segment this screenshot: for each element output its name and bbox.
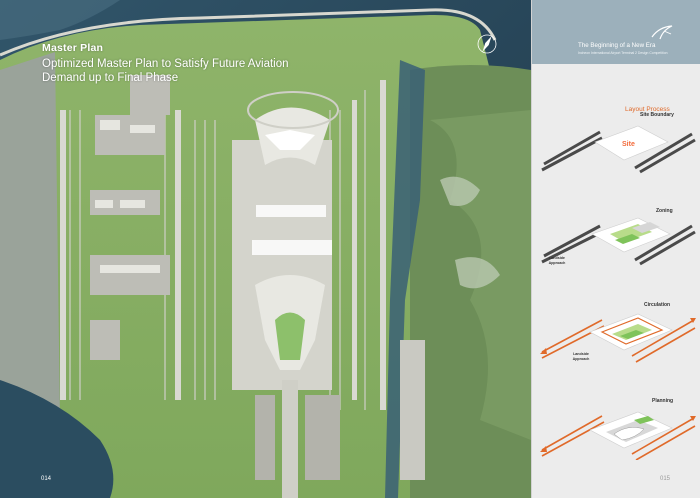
step-label-planning: Planning <box>652 398 674 404</box>
access-highway <box>282 380 298 498</box>
brand-title: The Beginning of a New Era <box>578 42 656 49</box>
access-loop <box>247 91 339 129</box>
site-marker: Site <box>622 141 635 148</box>
right-apron <box>400 340 425 480</box>
page-number-right: 015 <box>660 476 671 482</box>
planning-diagram <box>540 411 696 460</box>
site-boundary-diagram: Site <box>541 125 696 174</box>
step-label-site-boundary: Site Boundary <box>640 112 674 118</box>
step-note-zoning: Landside Approach <box>548 256 566 265</box>
master-plan-map <box>0 0 531 498</box>
sea-bottom-left <box>0 380 114 498</box>
page-number-left: 014 <box>41 476 52 482</box>
urban-area-left <box>0 52 60 430</box>
brand-subtitle: Incheon International Airport Terminal 2… <box>578 51 668 55</box>
shoreline-top <box>0 0 120 40</box>
process-title: Layout Process <box>625 106 670 113</box>
step-note-circulation: Landside Approach <box>572 352 590 361</box>
step-circulation: Circulation Landside Approach <box>540 302 696 364</box>
master-plan-panel: Master Plan Optimized Master Plan to Sat… <box>0 0 531 498</box>
step-site-boundary: Site Site Boundary <box>540 112 696 174</box>
layout-process-panel: The Beginning of a New Era Incheon Inter… <box>531 0 700 498</box>
plan-subtitle: Optimized Master Plan to Satisfy Future … <box>42 58 289 84</box>
cargo-area <box>90 75 170 360</box>
water-channel <box>385 60 425 498</box>
brand-band: The Beginning of a New Era Incheon Inter… <box>532 0 700 64</box>
step-planning: Planning <box>540 398 696 460</box>
step-label-circulation: Circulation <box>644 302 671 308</box>
terminal-2-garden <box>275 312 305 360</box>
runways <box>60 80 386 410</box>
step-label-zoning: Zoning <box>656 208 673 214</box>
plan-title: Master Plan <box>42 42 104 54</box>
dyke-road <box>0 8 497 57</box>
circulation-diagram <box>540 313 696 363</box>
compass-icon <box>477 34 497 54</box>
brand-logo-icon <box>651 25 673 40</box>
zoning-diagram <box>541 217 696 266</box>
step-zoning: Zoning Landside Approach <box>540 206 696 268</box>
